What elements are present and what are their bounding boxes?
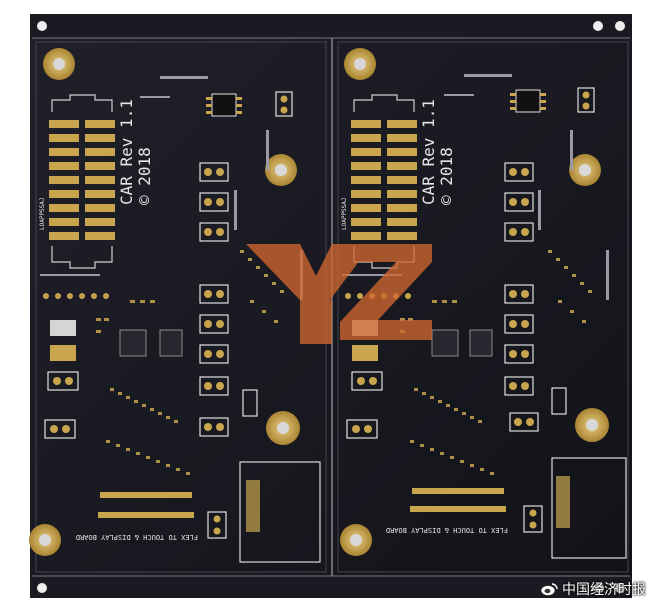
board-right: CAR Rev 1.1 © 2018 LOAPPSSAJ FLEX TO TOU… [340,48,627,559]
jumper-headers-left [44,91,293,539]
watermark: 中国经济时报 [540,579,646,599]
fpc-label: LOAPPSSAJ [39,197,46,230]
rev-label: CAR Rev 1.1 [419,99,438,205]
flex-label: FLEX TO TOUCH & DISPLAY BOARD [386,526,508,534]
weibo-icon [540,583,558,596]
jumper-headers-right [346,87,595,533]
board-right-outline [337,41,629,573]
top-rail [30,14,632,38]
watermark-text: 中国经济时报 [562,582,646,598]
connector-pads-right [351,120,417,240]
overlay-logo [246,244,432,344]
bottom-rail [30,576,632,598]
rail-tooling-holes [37,21,625,593]
rev-label: CAR Rev 1.1 [117,99,136,205]
fpc-label: LOAPPSSAJ [341,197,348,230]
year-label: © 2018 [437,147,456,205]
board-left: CAR Rev 1.1 © 2018 LOAPPSSAJ FLEX TO TOU… [29,48,321,563]
year-label: © 2018 [135,147,154,205]
connector-pads-left [49,120,115,240]
flex-label: FLEX TO TOUCH & DISPLAY BOARD [76,533,198,541]
